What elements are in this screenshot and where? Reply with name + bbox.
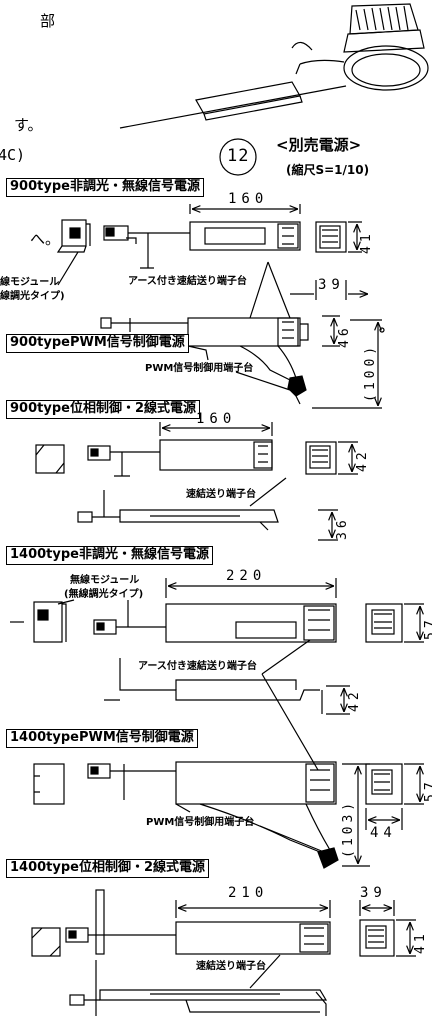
label-earth-terminal-2: アース付き速結送り端子台 bbox=[138, 661, 257, 672]
label-quick-terminal-2: 速結送り端子台 bbox=[196, 961, 266, 972]
dim-41-a: 41 bbox=[359, 230, 374, 254]
fragment-wireless-type: 線調光タイプ) bbox=[0, 291, 65, 302]
scale-note: (縮尺S=1/10) bbox=[286, 163, 370, 177]
dim-160-a: 160 bbox=[228, 191, 269, 207]
downlight-illustration bbox=[119, 3, 429, 129]
header-900-phase: 900type位相制御・2線式電源 bbox=[6, 400, 200, 419]
dim-44: 44 bbox=[370, 825, 397, 841]
fragment-wireless-module: 線モジュール bbox=[0, 277, 60, 288]
section-1400-nondim bbox=[10, 578, 424, 771]
fragment-text-top: 部 bbox=[40, 12, 56, 30]
dim-39-b: 39 bbox=[360, 885, 387, 901]
separate-power-title: <別売電源> bbox=[276, 136, 362, 154]
badge-circle bbox=[219, 138, 257, 176]
dim-220: 220 bbox=[226, 568, 267, 584]
dim-57-b: 57 bbox=[423, 778, 432, 802]
badge-number: 12 bbox=[227, 146, 250, 166]
dim-160-b: 160 bbox=[196, 411, 237, 427]
dim-103: (103) bbox=[341, 798, 356, 858]
label-earth-terminal-1: アース付き速結送り端子台 bbox=[128, 276, 247, 287]
header-900-pwm: 900typePWM信号制御電源 bbox=[6, 334, 189, 353]
dim-57-a: 57 bbox=[423, 616, 432, 640]
label-pwm-terminal-2: PWM信号制御用端子台 bbox=[146, 817, 255, 828]
dim-39-a: 39 bbox=[318, 277, 345, 293]
label-quick-terminal-1: 速結送り端子台 bbox=[186, 489, 256, 500]
fragment-text-mid3: へ。 bbox=[30, 230, 61, 248]
fragment-text-mid1: す。 bbox=[14, 116, 43, 134]
dim-36: 36 bbox=[335, 516, 350, 540]
dim-42-a: 42 bbox=[355, 448, 370, 472]
dim-41-b: 41 bbox=[413, 930, 428, 954]
section-1400-pwm bbox=[33, 761, 424, 869]
header-1400-phase: 1400type位相制御・2線式電源 bbox=[6, 859, 210, 878]
label-wireless-module: 無線モジュール bbox=[70, 575, 140, 586]
section-900-phase bbox=[35, 422, 358, 541]
fragment-text-mid2: 4C) bbox=[0, 146, 26, 164]
dim-210: 210 bbox=[228, 885, 269, 901]
label-wireless-type: (無線調光タイプ) bbox=[64, 589, 144, 600]
dim-46: 46 bbox=[337, 324, 352, 348]
header-1400-nondim: 1400type非調光・無線信号電源 bbox=[6, 546, 213, 565]
section-1400-phase bbox=[31, 889, 416, 1016]
section-900-pwm bbox=[100, 261, 385, 409]
section-900-nondim bbox=[56, 204, 362, 286]
header-900-nondim: 900type非調光・無線信号電源 bbox=[6, 178, 204, 197]
dim-42-b: 42 bbox=[347, 688, 362, 712]
label-pwm-terminal-1: PWM信号制御用端子台 bbox=[145, 363, 254, 374]
header-1400-pwm: 1400typePWM信号制御電源 bbox=[6, 729, 198, 748]
dim-100: (100) bbox=[363, 342, 378, 402]
